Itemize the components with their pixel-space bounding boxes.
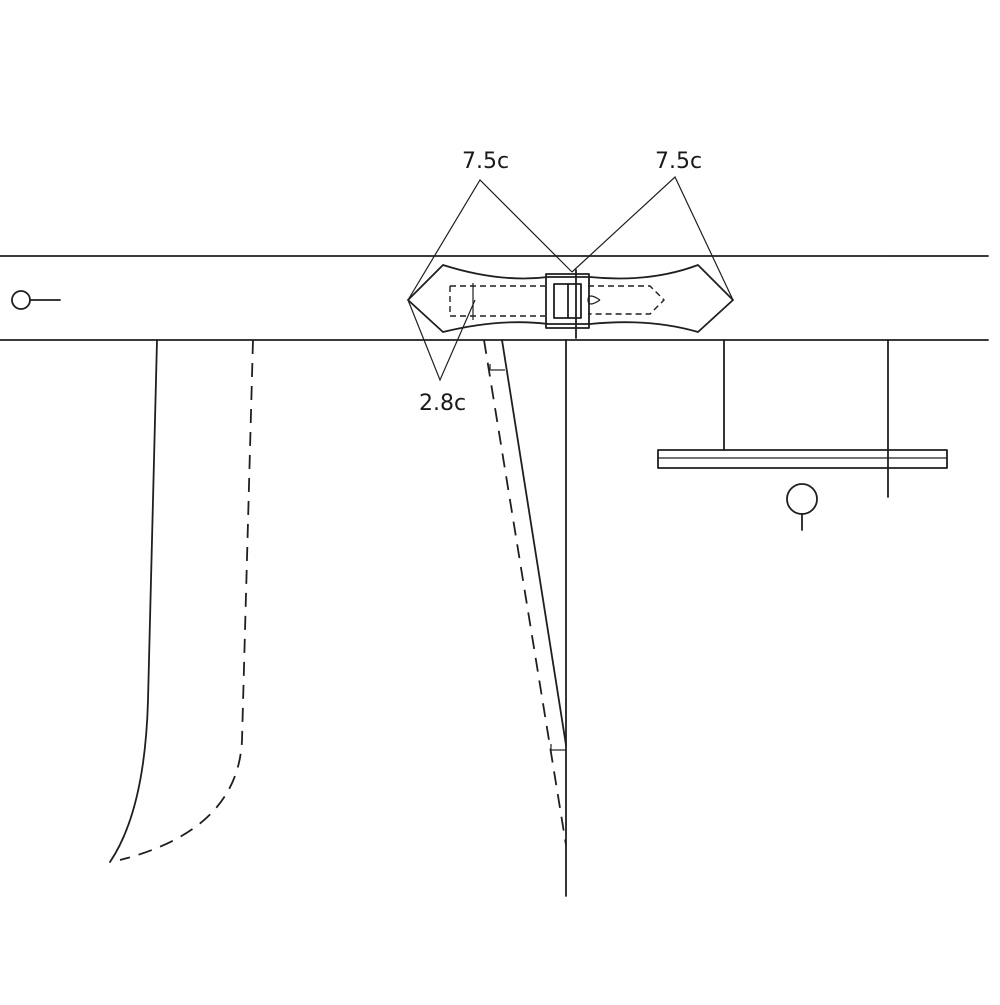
label-right-measure: 7.5c xyxy=(655,149,702,174)
buckle-outer xyxy=(545,273,590,329)
button-circle xyxy=(786,483,818,515)
belt-tab-eyelet xyxy=(587,295,601,305)
pocket-facing-line xyxy=(119,339,254,861)
waistband xyxy=(0,255,989,341)
belt-tab xyxy=(407,264,734,339)
pocket-outer-line xyxy=(109,339,158,863)
leader-right-measure xyxy=(571,176,734,301)
fly-edge-line xyxy=(501,339,567,746)
dimension-leaders xyxy=(407,176,734,382)
belt-tab-stitching-right xyxy=(588,285,665,315)
label-bottom-measure: 2.8c xyxy=(419,391,466,416)
button-symbol-right xyxy=(786,483,818,531)
label-left-measure: 7.5c xyxy=(462,149,509,174)
welt-bar xyxy=(657,449,948,469)
pocket xyxy=(109,339,254,863)
button-circle xyxy=(11,290,31,310)
fly-stitch-line xyxy=(483,339,567,846)
fly-construction xyxy=(483,339,567,897)
belt-tab-stitching-left xyxy=(449,285,545,317)
welt-assembly xyxy=(657,339,948,498)
belt-tab-outline xyxy=(407,264,734,333)
leader-bottom-measure xyxy=(407,299,476,382)
leader-left-measure xyxy=(407,179,573,301)
button-symbol-left xyxy=(11,290,61,310)
